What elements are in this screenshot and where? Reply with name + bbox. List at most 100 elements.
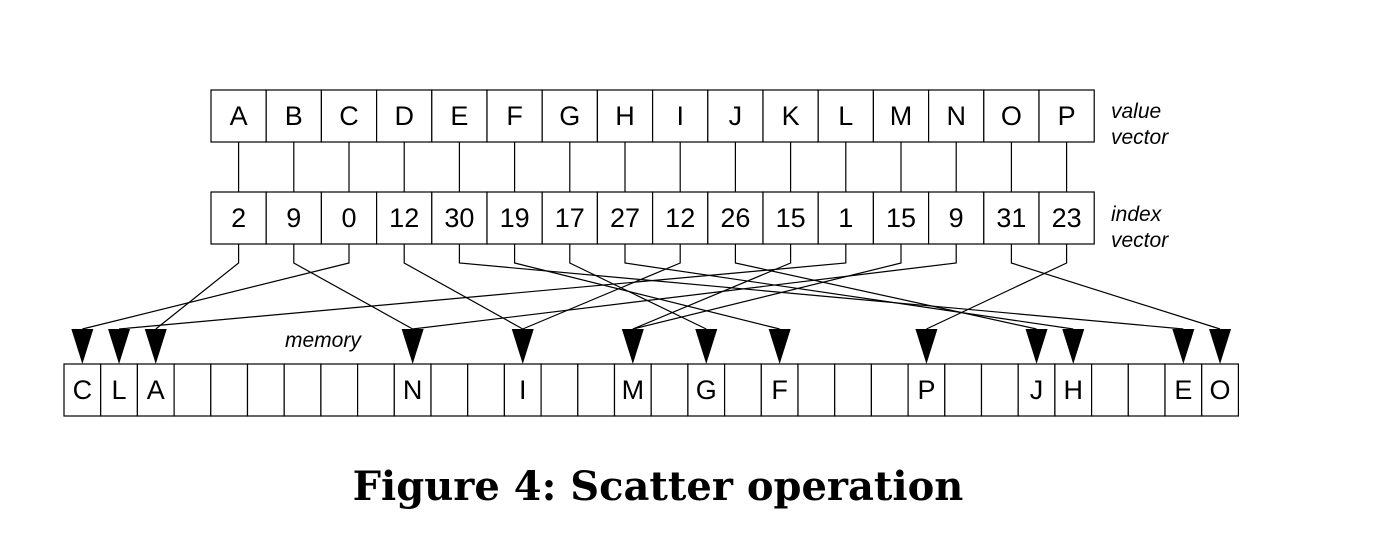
value-cell: M	[872, 89, 930, 143]
value-cell-label: B	[285, 101, 303, 131]
index-cell-label: 2	[231, 203, 246, 233]
memory-cell: E	[1164, 363, 1203, 417]
value-cell-label: I	[676, 101, 684, 131]
connector-lines	[82, 142, 1221, 330]
memory-cell	[980, 363, 1019, 417]
memory-cell	[430, 363, 469, 417]
arrowhead-icon	[108, 329, 131, 364]
index-cell-label: 19	[500, 203, 530, 233]
arrowhead-icon	[621, 329, 644, 364]
value-cell-label: D	[394, 101, 414, 131]
index-cell: 26	[707, 191, 764, 245]
index-cell: 12	[376, 191, 433, 245]
scatter-connector	[82, 244, 350, 330]
scatter-connector	[734, 244, 1037, 330]
arrowhead-icon	[1209, 329, 1232, 364]
scatter-connector	[403, 244, 524, 330]
arrowhead-icon	[144, 329, 167, 364]
memory-cell-label: G	[696, 375, 717, 405]
arrowhead-icon	[695, 329, 718, 364]
memory-cell	[173, 363, 212, 417]
index-cell: 17	[541, 191, 599, 245]
scatter-connector	[522, 244, 681, 330]
scatter-connector	[632, 244, 902, 330]
value-cell: I	[651, 89, 709, 143]
value-cell: A	[210, 89, 267, 143]
index-cell: 19	[486, 191, 543, 245]
index-cell: 31	[983, 191, 1040, 245]
value-cell: L	[817, 89, 875, 143]
arrowhead-icon	[915, 329, 938, 364]
memory-cell: C	[63, 363, 102, 417]
index-cell: 30	[431, 191, 488, 245]
memory-cell	[246, 363, 285, 417]
index-cell-label: 15	[776, 203, 806, 233]
index-cell: 9	[265, 191, 323, 245]
scatter-connector	[412, 244, 957, 330]
value-cell: D	[376, 89, 433, 143]
arrowhead-icon	[401, 329, 424, 364]
index-cell-label: 17	[555, 203, 585, 233]
scatter-connector	[1010, 244, 1221, 330]
index-cell-label: 12	[665, 203, 695, 233]
value-cell-label: K	[782, 101, 800, 131]
memory-cell-label: M	[622, 375, 645, 405]
index-cell-label: 12	[389, 203, 419, 233]
value-cell-label: J	[729, 101, 743, 131]
memory-cell: H	[1054, 363, 1093, 417]
memory-cell: F	[760, 363, 799, 417]
index-vector-label-line2: vector	[1111, 229, 1169, 252]
memory-cell	[723, 363, 762, 417]
index-cell-label: 15	[886, 203, 916, 233]
arrowhead-icon	[768, 329, 791, 364]
index-cell: 23	[1038, 191, 1095, 245]
memory-cell	[1127, 363, 1166, 417]
memory-cell	[834, 363, 873, 417]
memory-cell: I	[503, 363, 542, 417]
memory-cell	[357, 363, 395, 417]
value-cell-label: G	[559, 101, 580, 131]
index-cell: 2	[210, 191, 267, 245]
memory-cell-label: N	[403, 375, 423, 405]
memory-cell-label: E	[1174, 375, 1192, 405]
value-cell-label: A	[230, 101, 248, 131]
memory-cell: O	[1201, 363, 1239, 417]
memory-cell: G	[687, 363, 726, 417]
value-cell-label: N	[946, 101, 966, 131]
value-cell: H	[596, 89, 654, 143]
memory-cell	[944, 363, 983, 417]
memory-cell-label: O	[1210, 375, 1231, 405]
value-cell: N	[927, 89, 985, 143]
memory-cell: N	[393, 363, 432, 417]
memory-cell: J	[1017, 363, 1056, 417]
value-vector-label-line2: vector	[1111, 126, 1169, 149]
value-cell: E	[431, 89, 488, 143]
memory-cell: L	[100, 363, 138, 417]
memory-cell-label: I	[519, 375, 527, 405]
value-cell-label: C	[339, 101, 359, 131]
memory-cell	[320, 363, 359, 417]
memory-cell: P	[907, 363, 946, 417]
memory-cell	[577, 363, 616, 417]
index-cell-label: 31	[996, 203, 1026, 233]
arrowhead-icon	[1062, 329, 1085, 364]
value-cell: C	[320, 89, 378, 143]
scatter-connector	[155, 244, 240, 330]
memory-cell-label: C	[73, 375, 93, 405]
value-cell-label: M	[890, 101, 913, 131]
memory-cell-label: L	[112, 375, 127, 405]
value-cell: J	[707, 89, 764, 143]
value-cell: B	[265, 89, 323, 143]
memory-cell: M	[613, 363, 652, 417]
memory-cell-label: J	[1030, 375, 1044, 405]
value-cell-label: L	[838, 101, 853, 131]
memory-cell: A	[136, 363, 175, 417]
memory-cell-label: P	[917, 375, 935, 405]
memory-cell-label: H	[1064, 375, 1084, 405]
index-cell: 12	[651, 191, 709, 245]
index-cell: 15	[762, 191, 819, 245]
value-cell: O	[983, 89, 1040, 143]
scatter-connector	[293, 244, 413, 330]
